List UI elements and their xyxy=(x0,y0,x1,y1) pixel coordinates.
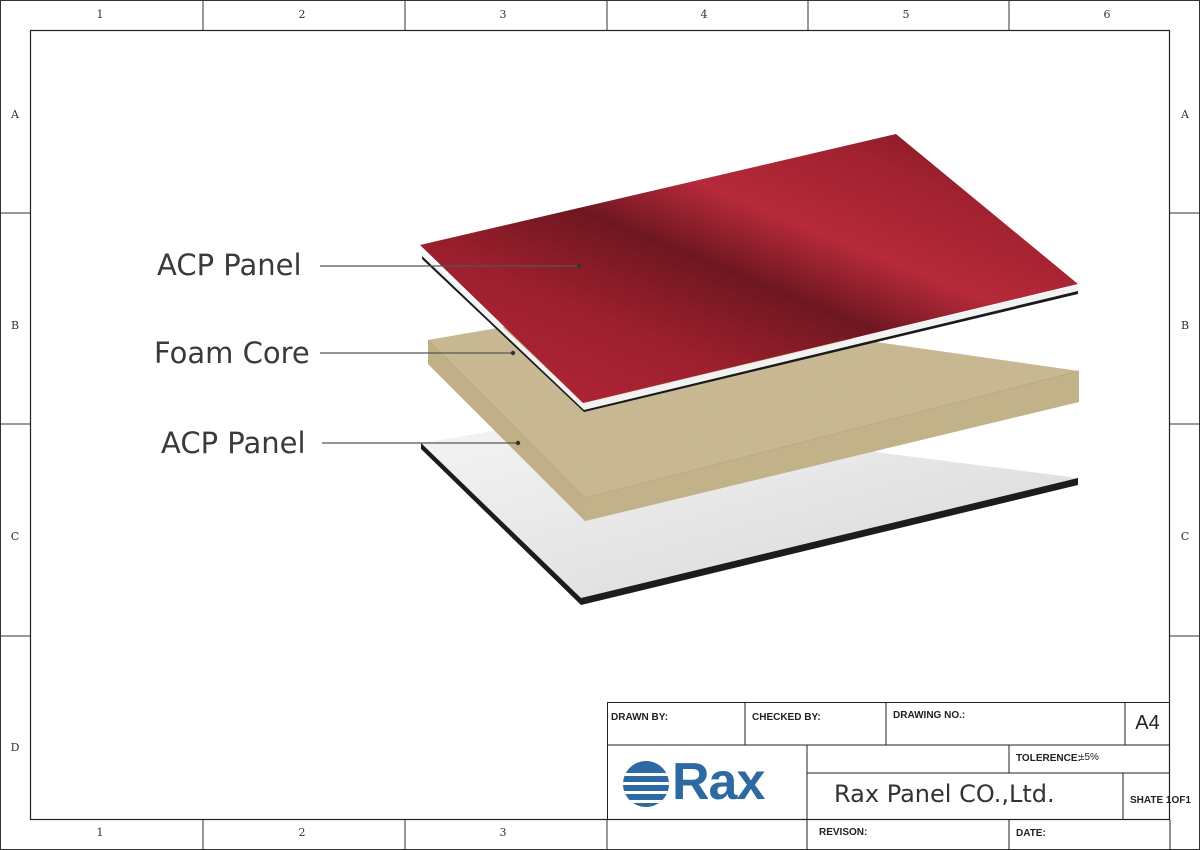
zone-label-bottom-2: 2 xyxy=(298,826,306,839)
rax-logo: Rax xyxy=(620,753,800,812)
zone-label-left-d: D xyxy=(10,741,20,754)
zone-label-bottom-3: 3 xyxy=(499,826,507,839)
checked-by-label: CHECKED BY: xyxy=(752,712,821,723)
zone-label-top-2: 2 xyxy=(298,8,306,21)
revision-label: REVISON: xyxy=(819,827,868,838)
zone-label-left-a: A xyxy=(11,108,19,121)
sheet-size: A4 xyxy=(1135,712,1160,734)
tolerance-label: TOLERENCE: xyxy=(1016,753,1081,764)
zone-label-top-1: 1 xyxy=(96,8,104,21)
top-acp-panel xyxy=(420,134,1078,412)
date-label: DATE: xyxy=(1016,828,1046,839)
zone-label-right-b: B xyxy=(1180,319,1190,332)
tolerance-value: ±5% xyxy=(1079,752,1099,763)
drawn-by-label: DRAWN BY: xyxy=(611,712,669,723)
zone-label-top-4: 4 xyxy=(700,8,708,21)
drawing-no-label: DRAWING NO.: xyxy=(893,710,966,721)
company-name: Rax Panel CO.,Ltd. xyxy=(834,780,1055,808)
callout-foam-core: Foam Core xyxy=(154,336,310,370)
globe-icon xyxy=(623,761,669,807)
zone-label-top-5: 5 xyxy=(902,8,910,21)
callout-bottom-acp-panel: ACP Panel xyxy=(161,426,306,460)
zone-label-right-c: C xyxy=(1180,530,1190,543)
zone-label-bottom-1: 1 xyxy=(96,826,104,839)
callout-top-acp-panel: ACP Panel xyxy=(157,248,302,282)
zone-label-right-a: A xyxy=(1181,108,1189,121)
zone-label-top-3: 3 xyxy=(499,8,507,21)
zone-label-top-6: 6 xyxy=(1103,8,1111,21)
zone-label-left-b: B xyxy=(10,319,20,332)
zone-label-left-c: C xyxy=(10,530,20,543)
logo-wordmark: Rax xyxy=(672,753,765,811)
sheet-number: SHATE 1OF1 xyxy=(1130,795,1191,806)
